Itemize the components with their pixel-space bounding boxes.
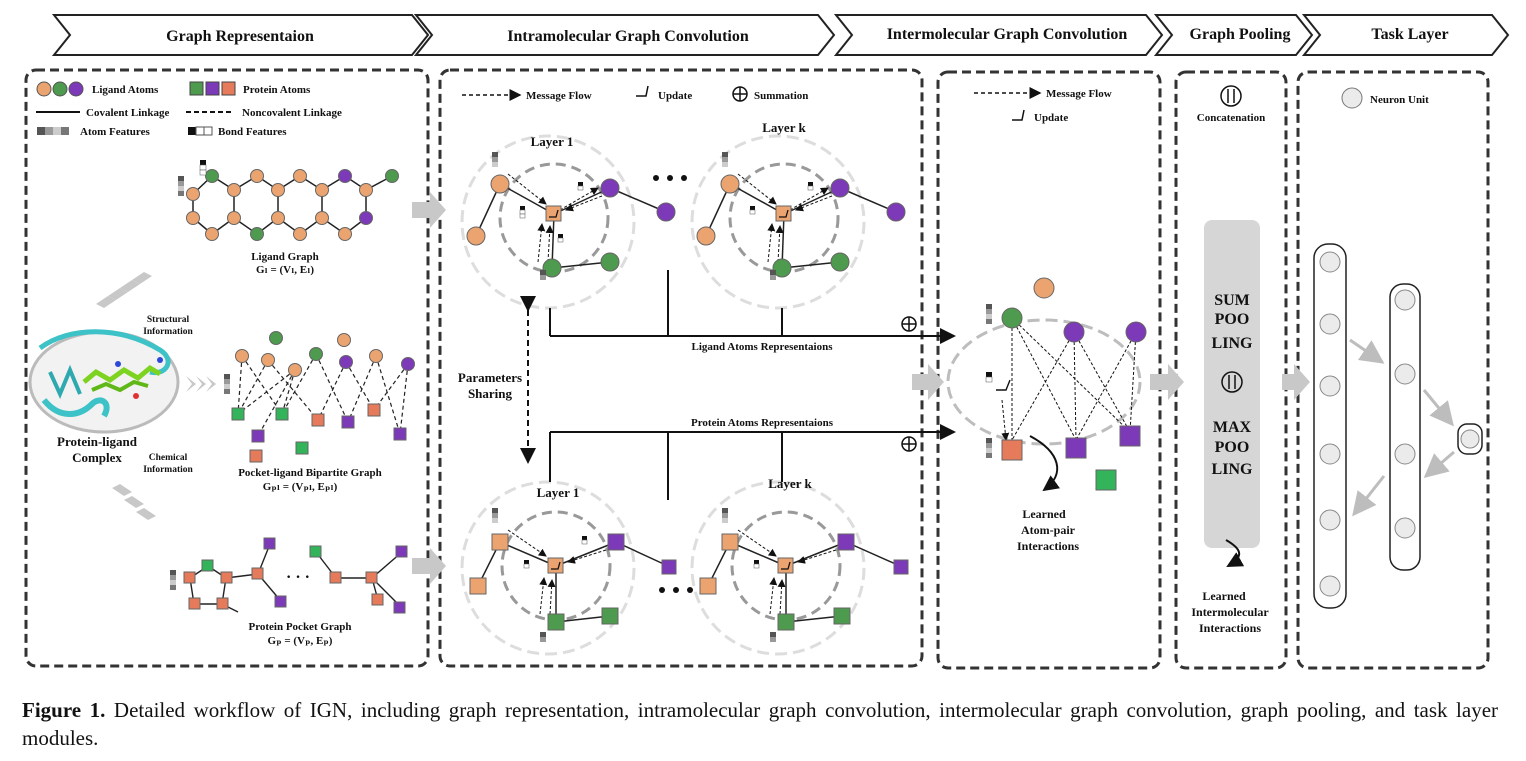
bipartite-arrows	[186, 376, 216, 392]
learned-atom-pair-3: Interactions	[1017, 539, 1079, 553]
complex-label-1: Protein-ligand	[57, 434, 138, 449]
summation-icon	[732, 86, 748, 102]
max-pooling-1: MAX	[1213, 419, 1252, 436]
legend-bond-features: Bond Features	[218, 126, 287, 138]
header-steps: Graph Representaion Intramolecular Graph…	[51, 14, 1510, 56]
intermolecular-graph	[946, 277, 1147, 492]
inter-legend-update: Update	[1034, 112, 1068, 124]
figure-caption: Figure 1. Detailed workflow of IGN, incl…	[22, 696, 1498, 752]
summation-icon-ligand	[901, 316, 917, 332]
inter-legend: Message Flow Update	[974, 87, 1112, 124]
protein-layer-1-label: Layer 1	[537, 485, 580, 500]
pooling-output-arrow	[1225, 539, 1245, 567]
ign-workflow-diagram: Graph Representaion Intramolecular Graph…	[24, 14, 1510, 670]
flow-arrows	[412, 192, 1310, 584]
update-icon	[1012, 109, 1025, 121]
structural-info-2: Information	[143, 327, 193, 337]
learned-intermolecular-1: Learned	[1202, 589, 1246, 603]
structural-info-1: Structural	[147, 315, 190, 325]
intra-legend: Message Flow Update Summation	[462, 85, 808, 102]
sum-pooling-2: POO	[1215, 311, 1250, 328]
intra-legend-summation: Summation	[754, 90, 808, 102]
sum-pooling-3: LING	[1212, 335, 1253, 352]
protein-layer-k	[690, 480, 909, 656]
pocket-formula: Gₚ = (Vₚ, Eₚ)	[268, 635, 333, 647]
inter-legend-message: Message Flow	[1046, 88, 1112, 100]
neuron-unit-label: Neuron Unit	[1370, 94, 1429, 106]
learned-atom-pair-1: Learned	[1022, 507, 1066, 521]
step-task-layer: Task Layer	[1371, 26, 1448, 43]
representation-lines	[549, 270, 956, 500]
step-intermolecular: Intermolecular Graph Convolution	[887, 26, 1128, 43]
legend-covalent: Covalent Linkage	[86, 107, 170, 119]
legend-noncovalent: Noncovalent Linkage	[242, 107, 342, 119]
ligand-repr-label: Ligand Atoms Representaions	[692, 341, 834, 353]
ligand-layer-1	[460, 134, 676, 310]
legend-atom-features: Atom Features	[80, 126, 150, 138]
step-graph-representation: Graph Representaion	[166, 28, 314, 45]
caption-label: Figure 1.	[22, 698, 106, 722]
parameters-label: Parameters	[458, 370, 522, 385]
sharing-label: Sharing	[468, 386, 513, 401]
legend-protein-atoms: Protein Atoms	[243, 84, 311, 96]
bipartite-graph	[224, 331, 415, 463]
ligand-ellipsis-dots	[653, 175, 687, 181]
chemical-info-1: Chemical	[149, 453, 188, 463]
protein-ligand-complex-image	[28, 329, 180, 434]
learned-intermolecular-2: Intermolecular	[1191, 605, 1269, 619]
ligand-graph-label: Ligand Graph	[251, 251, 319, 263]
sum-pooling-1: SUM	[1214, 292, 1250, 309]
chemical-info-2: Information	[143, 465, 193, 475]
ligand-layer-1-label: Layer 1	[531, 134, 574, 149]
protein-repr-label: Protein Atoms Representaions	[691, 417, 834, 429]
intra-legend-message: Message Flow	[526, 90, 592, 102]
protein-ellipsis-dots	[659, 587, 693, 593]
bipartite-label: Pocket-ligand Bipartite Graph	[238, 467, 382, 479]
concatenation-icon-pool	[1221, 371, 1243, 393]
legend-ligand-atoms: Ligand Atoms	[92, 84, 159, 96]
concatenation-label: Concatenation	[1197, 112, 1265, 124]
pocket-label: Protein Pocket Graph	[248, 621, 351, 633]
chemical-arrows	[112, 484, 156, 520]
pocket-ellipsis: · · ·	[286, 569, 310, 586]
step-intramolecular: Intramolecular Graph Convolution	[507, 28, 749, 45]
caption-text: Detailed workflow of IGN, including grap…	[22, 698, 1499, 750]
step-graph-pooling: Graph Pooling	[1190, 26, 1291, 43]
ligand-graph-formula: Gₗ = (Vₗ, Eₗ)	[256, 264, 314, 276]
ligand-graph	[178, 160, 399, 241]
update-icon	[636, 85, 649, 97]
legend: Ligand Atoms Protein Atoms Covalent Link…	[36, 81, 342, 138]
learned-intermolecular-3: Interactions	[1199, 621, 1261, 635]
structural-arrows	[96, 272, 152, 308]
summation-icon-protein	[901, 436, 917, 452]
protein-layer-1	[460, 480, 677, 656]
neural-network	[1313, 243, 1483, 609]
bipartite-formula: Gₚₗ = (Vₚₗ, Eₚₗ)	[263, 481, 338, 493]
intra-legend-update: Update	[658, 90, 692, 102]
ligand-layer-k-label: Layer k	[762, 120, 806, 135]
max-pooling-2: POO	[1215, 439, 1250, 456]
complex-label-2: Complex	[72, 450, 122, 465]
learned-atom-pair-2: Atom-pair	[1021, 523, 1076, 537]
max-pooling-3: LING	[1212, 461, 1253, 478]
panels	[24, 68, 1490, 670]
protein-layer-k-label: Layer k	[768, 476, 812, 491]
neuron-legend	[1341, 87, 1363, 109]
ligand-layer-k	[690, 134, 906, 310]
concatenation-icon	[1220, 85, 1242, 107]
protein-pocket-graph	[170, 537, 408, 614]
